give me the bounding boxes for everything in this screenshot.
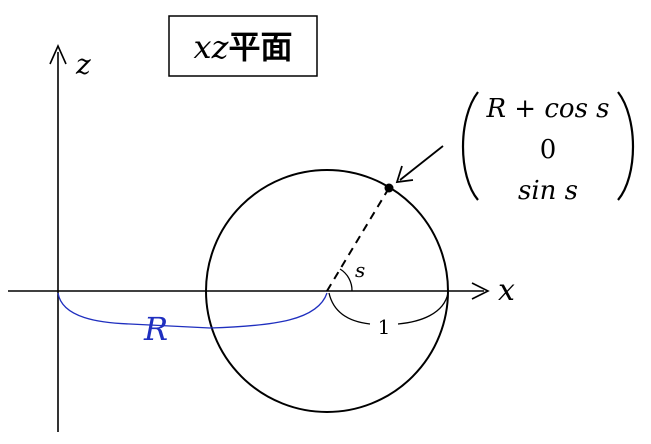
minor-radius-label: 1 xyxy=(378,315,391,339)
dashed-radius xyxy=(326,187,390,292)
vector-right-paren xyxy=(617,91,635,201)
major-radius-brace xyxy=(57,292,328,329)
z-axis-arrowhead xyxy=(49,44,67,65)
major-radius-label: R xyxy=(143,310,168,348)
cross-section-circle xyxy=(205,169,449,413)
z-axis-label: z xyxy=(75,48,91,81)
minor-radius-brace xyxy=(328,292,449,325)
vector-row-3: sin s xyxy=(518,176,578,206)
x-axis-label: x xyxy=(498,273,515,308)
title-variables: xz xyxy=(194,28,230,66)
x-axis-arrowhead xyxy=(471,282,490,300)
vector-row-1: R + cos s xyxy=(485,94,609,124)
angle-arc xyxy=(339,268,353,292)
vector-left-paren xyxy=(461,91,479,201)
angle-label: s xyxy=(355,258,365,282)
title-text: xz平面 xyxy=(194,28,293,66)
pointer-arrow-shaft xyxy=(399,145,444,181)
title-box xyxy=(168,15,318,77)
pointer-arrowhead xyxy=(395,165,414,184)
vector-row-2: 0 xyxy=(540,135,557,165)
point-on-circle xyxy=(384,183,394,193)
title-plane-word: 平面 xyxy=(228,28,292,66)
